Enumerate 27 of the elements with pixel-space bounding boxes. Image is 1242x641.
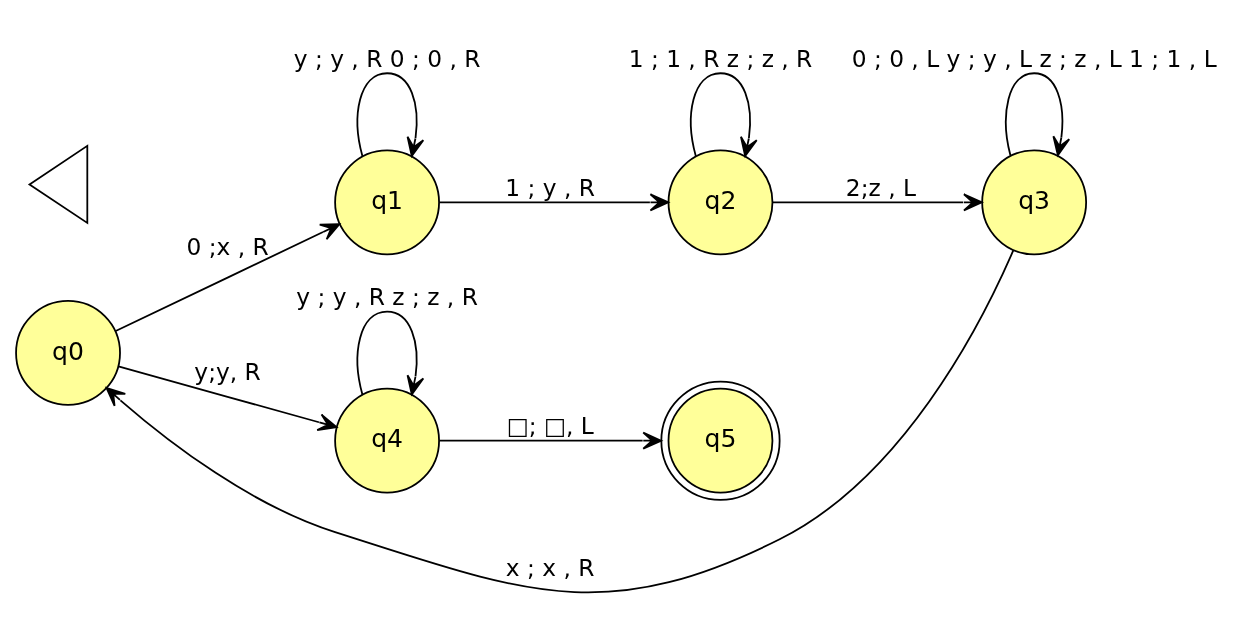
edge-label: 1 ; 1 , R z ; z , R — [628, 44, 813, 72]
node-circle: q1 — [334, 149, 440, 256]
edge-label: 1 ; y , R — [505, 173, 596, 201]
node-circle: q4 — [334, 387, 440, 494]
edge-label: 0 ; 0 , L y ; y , L z ; z , L 1 ; 1 , L — [851, 44, 1217, 72]
edge-label: y ; y , R 0 ; 0 , R — [293, 44, 481, 72]
node-circle: q3 — [981, 149, 1088, 256]
edge-label: y;y, R — [194, 358, 261, 386]
node-circle: q0 — [15, 300, 121, 406]
node-circle: q5 — [660, 380, 781, 501]
arrow — [438, 431, 663, 450]
arrow — [117, 365, 338, 432]
arrow — [1005, 72, 1071, 157]
arrow — [771, 193, 983, 212]
edge-label: y ; y , R z ; z , R — [296, 283, 478, 311]
arrow — [114, 223, 341, 332]
node-triangle — [27, 144, 89, 225]
arrow — [105, 249, 1015, 594]
arrow — [690, 72, 758, 157]
arrow — [356, 310, 425, 396]
edge-label: □; □, L — [506, 412, 594, 440]
arrow — [438, 193, 670, 212]
arrow — [356, 72, 425, 157]
edge-label: 2;z , L — [845, 173, 916, 201]
edge-label: x ; x , R — [505, 553, 595, 581]
node-circle: q2 — [667, 149, 774, 256]
edge-label: 0 ;x , R — [186, 233, 269, 261]
